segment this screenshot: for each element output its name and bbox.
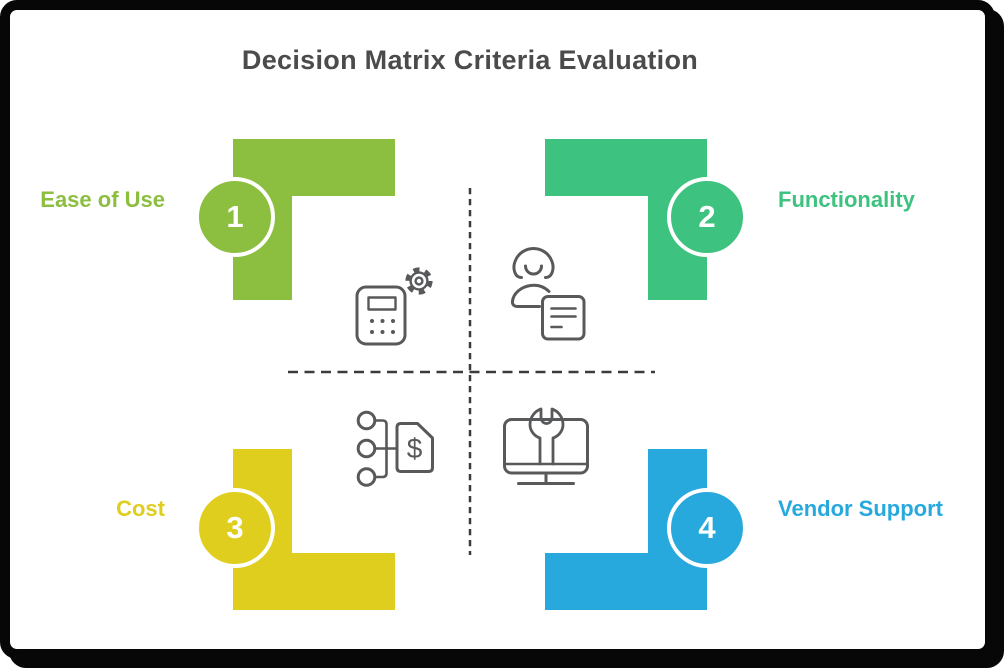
price-tag: [395, 422, 434, 473]
calculator-buttons: [370, 319, 395, 334]
gear: [405, 267, 433, 295]
quadrant-2-number-circle: 2: [667, 177, 747, 257]
quadrant-3-label: Cost: [116, 496, 165, 521]
crosshair-dashed-lines: [288, 188, 655, 555]
notes-card: [541, 295, 586, 341]
bordered-card: [0, 0, 995, 659]
calculator-display: [367, 296, 397, 311]
monitor-wrench-icon: [503, 407, 589, 485]
quadrant-4-bar-horizontal: [545, 553, 707, 610]
node-bottom: [356, 467, 377, 487]
person-hair: [512, 247, 555, 279]
quadrant-2-label: Functionality: [778, 187, 915, 212]
quadrant-4-label: Vendor Support: [778, 496, 943, 521]
dollar-sign: $: [407, 433, 423, 464]
quadrant-3-number: 3: [226, 510, 244, 545]
quadrant-4-number: 4: [698, 510, 716, 545]
quadrant-1-number-circle: 1: [195, 177, 275, 257]
person-face: [524, 264, 543, 276]
quadrant-1-number: 1: [226, 199, 244, 234]
quadrant-3-bar-horizontal: [233, 553, 395, 610]
price-tag-hierarchy-icon: $: [356, 410, 434, 487]
quadrant-1-label: Ease of Use: [40, 187, 165, 212]
quadrant-3-number-circle: 3: [195, 488, 275, 568]
calculator-body: [355, 285, 407, 346]
wrench: [528, 407, 565, 466]
notes-lines: [550, 307, 577, 329]
node-middle: [356, 438, 377, 459]
quadrant-2-number: 2: [698, 199, 716, 234]
calculator-gear-icon: [355, 267, 433, 346]
page-title: Decision Matrix Criteria Evaluation: [241, 45, 699, 75]
person-notes-icon: [510, 247, 586, 341]
quadrant-4-number-circle: 4: [667, 488, 747, 568]
node-top: [356, 410, 377, 431]
person-shoulders: [510, 283, 551, 308]
